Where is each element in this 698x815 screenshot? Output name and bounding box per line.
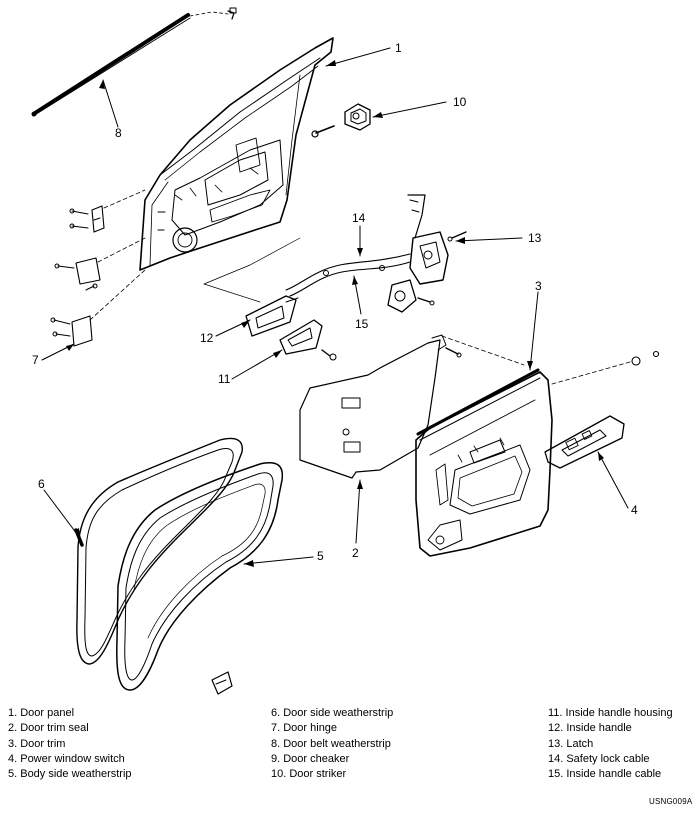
legend-item: 14. Safety lock cable [548, 752, 650, 765]
figure-code: USNG009A [649, 797, 693, 806]
callout-8: 8 [115, 126, 122, 140]
legend-item: 3. Door trim [8, 737, 66, 750]
legend-item: 15. Inside handle cable [548, 768, 662, 781]
callout-13: 13 [528, 231, 542, 245]
callout-labels: 1 2 3 4 5 6 7 8 10 11 12 13 14 15 [32, 41, 638, 563]
legend-item: 8. Door belt weatherstrip [271, 737, 391, 750]
legend-item: 7. Door hinge [271, 722, 338, 735]
legend-column-3: 11. Inside handle housing 12. Inside han… [548, 706, 673, 782]
legend-item: 4. Power window switch [8, 752, 125, 765]
inside-handle [245, 295, 299, 337]
callout-5: 5 [317, 549, 324, 563]
door-striker [311, 103, 371, 138]
legend-item: 11. Inside handle housing [548, 707, 673, 719]
leader-lines [41, 47, 629, 565]
door-trim-seal [299, 334, 525, 479]
legend-item: 1. Door panel [8, 707, 75, 719]
legend-item: 10. Door striker [271, 768, 347, 781]
legend-item: 2. Door trim seal [8, 722, 89, 735]
callout-7: 7 [32, 353, 39, 367]
door-belt-weatherstrip [31, 7, 237, 117]
legend-item: 6. Door side weatherstrip [271, 707, 394, 719]
legend-column-1: 1. Door panel 2. Door trim seal 3. Door … [8, 706, 132, 782]
latch-assembly [387, 194, 467, 313]
callout-10: 10 [453, 95, 467, 109]
clip [211, 671, 233, 695]
door-panel [139, 37, 334, 271]
legend-item: 9. Door cheaker [271, 752, 350, 765]
callout-2: 2 [352, 546, 359, 560]
power-window-switch [544, 415, 625, 469]
callout-4: 4 [631, 503, 638, 517]
inside-handle-housing [279, 319, 337, 361]
callout-1: 1 [395, 41, 402, 55]
body-side-weatherstrip [116, 462, 284, 691]
legend-item: 13. Latch [548, 737, 594, 750]
door-trim [415, 350, 660, 557]
callout-3: 3 [535, 279, 542, 293]
callout-12: 12 [200, 331, 214, 345]
door-hinges [50, 189, 146, 347]
callout-14: 14 [352, 211, 366, 225]
legend-item: 12. Inside handle [548, 722, 632, 735]
legend-item: 5. Body side weatherstrip [8, 768, 132, 781]
arrowheads [66, 60, 604, 567]
callout-15: 15 [355, 317, 369, 331]
callout-11: 11 [218, 372, 231, 386]
callout-6: 6 [38, 477, 45, 491]
safety-lock-cable [203, 237, 411, 303]
legend-column-2: 6. Door side weatherstrip 7. Door hinge … [271, 706, 393, 782]
